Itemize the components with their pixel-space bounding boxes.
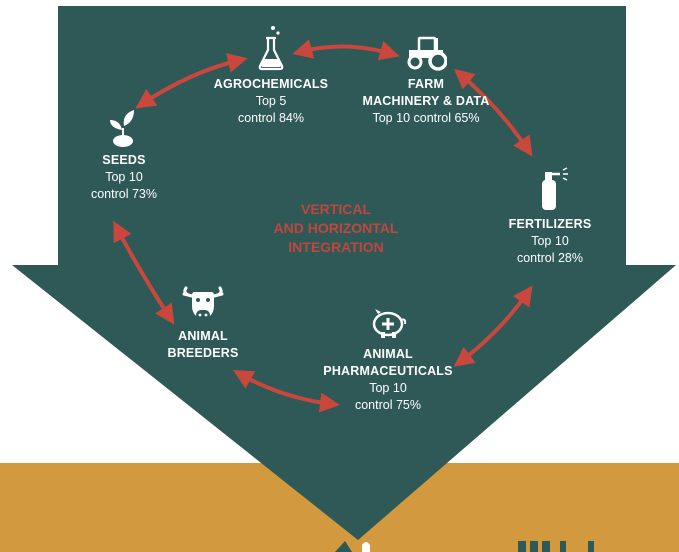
- cow-icon: [182, 286, 224, 320]
- seedling-icon: [110, 110, 134, 147]
- agrochemicals-sub2: control 84%: [237, 111, 304, 125]
- connector-farm-fertilizers: [453, 68, 533, 157]
- piggy-medical-icon: [372, 309, 407, 338]
- partial-logo-mark: [335, 541, 594, 552]
- animal-breeders-title2: BREEDERS: [167, 346, 239, 360]
- node-animal-pharmaceuticals: ANIMAL PHARMACEUTICALS Top 10 control 75…: [320, 306, 456, 414]
- fertilizers-sub1: Top 10: [531, 234, 569, 248]
- node-agrochemicals: AGROCHEMICALS Top 5 control 84%: [206, 24, 336, 127]
- animal-pharma-title1: ANIMAL: [363, 347, 413, 361]
- integration-label: VERTICAL AND HORIZONTAL INTEGRATION: [246, 200, 426, 257]
- connector-seeds-agro: [135, 53, 248, 109]
- integration-label-line2: AND HORIZONTAL: [273, 220, 399, 236]
- animal-pharma-sub1: Top 10: [369, 381, 407, 395]
- connector-pharma-breeders: [233, 370, 340, 413]
- farm-machinery-title2: MACHINERY & DATA: [362, 94, 490, 108]
- integration-label-line1: VERTICAL: [301, 201, 371, 217]
- animal-pharma-sub2: control 75%: [354, 398, 421, 412]
- animal-breeders-title1: ANIMAL: [178, 329, 228, 343]
- connector-fertilizers-pharma: [453, 285, 533, 367]
- node-fertilizers: FERTILIZERS Top 10 control 28%: [498, 166, 602, 267]
- agrochemicals-sub1: Top 5: [255, 94, 287, 108]
- spray-bottle-icon: [542, 167, 568, 210]
- connector-breeders-seeds: [113, 220, 175, 325]
- agrochemicals-title: AGROCHEMICALS: [213, 77, 329, 91]
- node-farm-machinery: FARM MACHINERY & DATA Top 10 control 65%: [356, 36, 496, 127]
- integration-label-line3: INTEGRATION: [288, 239, 384, 255]
- seeds-sub2: control 73%: [90, 187, 157, 201]
- seeds-title: SEEDS: [102, 153, 146, 167]
- cycle-connectors: [113, 39, 533, 413]
- integration-arrow-shape: [12, 6, 676, 540]
- fertilizers-sub2: control 28%: [516, 251, 583, 265]
- flask-icon: [258, 26, 284, 71]
- farm-machinery-title1: FARM: [407, 77, 445, 91]
- animal-pharma-title2: PHARMACEUTICALS: [323, 364, 453, 378]
- fertilizers-title: FERTILIZERS: [508, 217, 592, 231]
- connector-agro-farm: [292, 39, 400, 61]
- node-animal-breeders: ANIMAL BREEDERS: [150, 282, 256, 362]
- farm-machinery-sub1: Top 10 control 65%: [372, 111, 480, 125]
- tractor-icon: [407, 36, 447, 71]
- seeds-sub1: Top 10: [105, 170, 143, 184]
- node-seeds: SEEDS Top 10 control 73%: [74, 106, 174, 203]
